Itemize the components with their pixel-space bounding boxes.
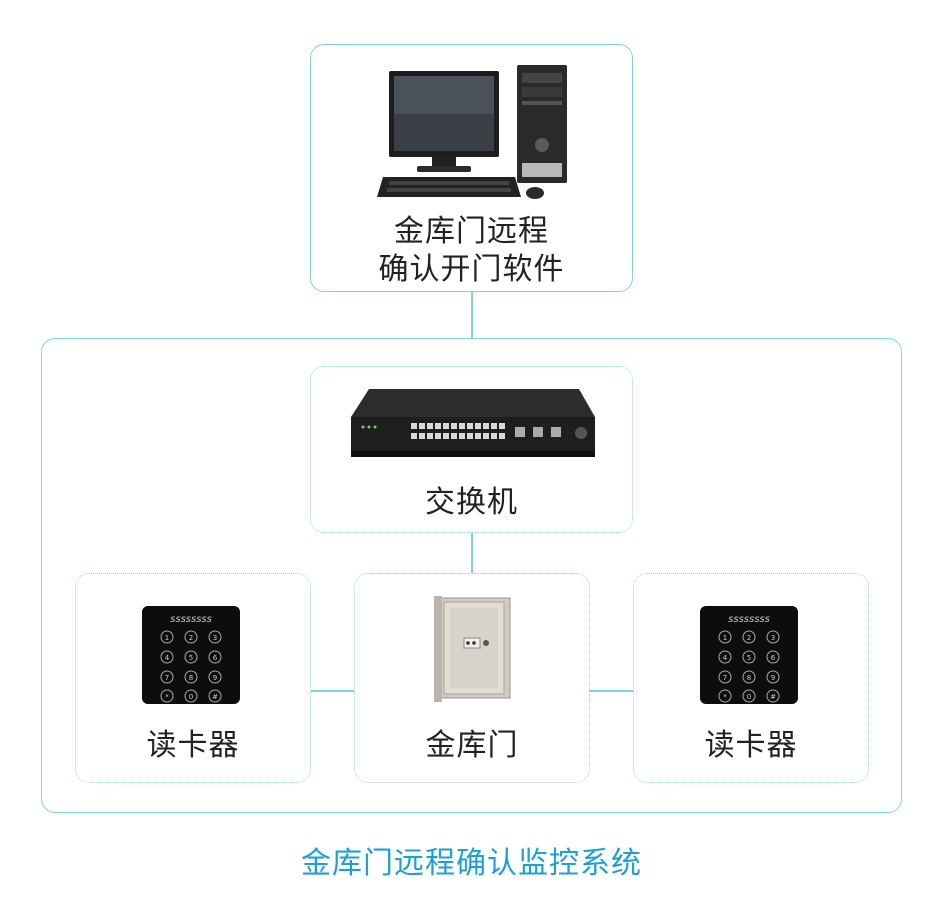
svg-text:9: 9: [213, 674, 217, 682]
svg-text:7: 7: [723, 674, 727, 682]
software-node: 金库门远程 确认开门软件: [310, 44, 633, 292]
svg-text:3: 3: [213, 634, 217, 642]
svg-text:#: #: [212, 693, 218, 701]
vault-label: 金库门: [355, 726, 589, 766]
card-reader-keypad-icon: ssssssss 1 2 3 4 5 6 7 8 9 * 0 #: [699, 605, 799, 705]
left-reader-node: ssssssss 1 2 3 4 5 6 7 8 9 * 0 # 读卡器: [75, 573, 311, 783]
right-reader-node: ssssssss 1 2 3 4 5 6 7 8 9 * 0 # 读卡器: [633, 573, 869, 783]
svg-text:*: *: [723, 693, 727, 701]
svg-text:5: 5: [189, 654, 193, 662]
network-switch-icon: [349, 387, 597, 467]
vault-node: 金库门: [354, 573, 590, 783]
software-label-line2: 确认开门软件: [311, 250, 632, 290]
right-reader-label: 读卡器: [634, 726, 868, 766]
svg-text:5: 5: [747, 654, 751, 662]
svg-text:0: 0: [747, 693, 751, 701]
switch-label: 交换机: [311, 483, 632, 523]
svg-text:7: 7: [165, 674, 169, 682]
svg-text:4: 4: [723, 654, 728, 662]
svg-text:#: #: [770, 693, 776, 701]
card-reader-keypad-icon: ssssssss 1 2 3 4 5 6 7 8 9 * 0 #: [141, 605, 241, 705]
left-reader-label: 读卡器: [76, 726, 310, 766]
svg-text:9: 9: [771, 674, 775, 682]
svg-text:1: 1: [723, 634, 727, 642]
svg-text:6: 6: [771, 654, 776, 662]
svg-text:6: 6: [213, 654, 218, 662]
svg-text:3: 3: [771, 634, 775, 642]
connector-software-system: [471, 292, 473, 338]
diagram-caption: 金库门远程确认监控系统: [0, 838, 943, 882]
svg-text:8: 8: [747, 674, 751, 682]
computer-icon: [377, 65, 577, 205]
svg-text:1: 1: [165, 634, 169, 642]
software-label-line1: 金库门远程: [311, 212, 632, 252]
svg-text:ssssssss: ssssssss: [728, 614, 770, 625]
switch-node: 交换机: [310, 366, 633, 533]
svg-text:0: 0: [189, 693, 193, 701]
svg-text:*: *: [165, 693, 169, 701]
svg-text:4: 4: [165, 654, 170, 662]
svg-text:2: 2: [189, 634, 193, 642]
svg-text:8: 8: [189, 674, 193, 682]
svg-text:ssssssss: ssssssss: [170, 614, 212, 625]
vault-door-icon: [434, 596, 512, 702]
svg-text:2: 2: [747, 634, 751, 642]
